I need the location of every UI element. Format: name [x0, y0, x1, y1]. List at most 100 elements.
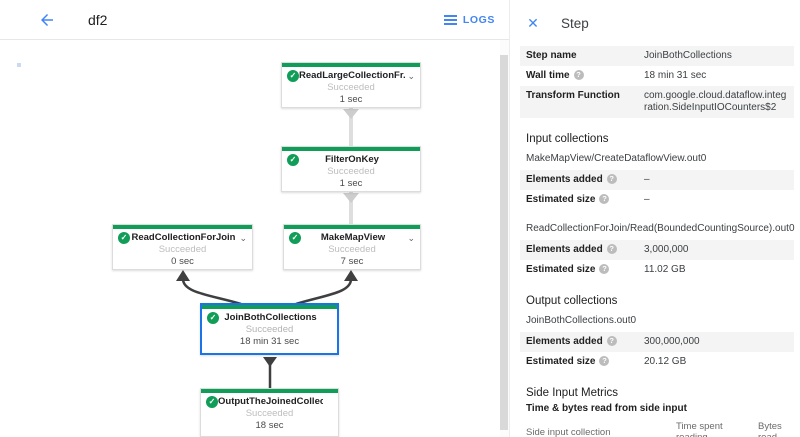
- node-status: Succeeded: [245, 324, 294, 335]
- minimap-dot: [17, 63, 21, 67]
- node-status: Succeeded: [327, 166, 375, 177]
- metric-row-estimated-size: Estimated size ? –: [520, 190, 794, 210]
- success-check-icon: ✓: [287, 153, 299, 166]
- success-check-icon: ✓: [287, 69, 299, 82]
- detail-label: Wall time ?: [526, 70, 644, 82]
- help-icon[interactable]: ?: [599, 264, 610, 274]
- panel-title: Step: [561, 15, 589, 31]
- column-header: Side input collection: [520, 416, 670, 437]
- metric-label: Estimated size ?: [526, 356, 644, 368]
- expand-chevron-icon[interactable]: ⌄: [407, 232, 415, 243]
- node-duration: 1 sec: [339, 94, 363, 105]
- node-duration: 7 sec: [340, 256, 364, 267]
- node-read-collection-for-join[interactable]: ✓ ReadCollectionForJoin ⌄ Succeeded 0 se…: [112, 224, 253, 270]
- node-duration: 18 min 31 sec: [239, 336, 300, 347]
- help-icon[interactable]: ?: [599, 356, 610, 366]
- column-header: Time spent reading: [670, 416, 752, 437]
- success-check-icon: ✓: [207, 311, 219, 324]
- detail-row-step-name: Step name JoinBothCollections: [520, 46, 794, 66]
- node-duration: 1 sec: [339, 178, 363, 189]
- node-status-bar: [113, 225, 252, 229]
- node-title: MakeMapView: [320, 232, 386, 243]
- success-check-icon: ✓: [289, 231, 301, 244]
- back-arrow-icon[interactable]: [38, 11, 56, 29]
- node-status-bar: [201, 389, 338, 393]
- node-status-bar: [202, 305, 337, 309]
- step-panel-body: Step name JoinBothCollections Wall time …: [510, 46, 800, 437]
- logs-label: LOGS: [462, 13, 495, 26]
- metric-row-estimated-size: Estimated size ? 20.12 GB: [520, 352, 794, 372]
- expand-chevron-icon[interactable]: ⌄: [239, 232, 247, 243]
- node-read-large-collection[interactable]: ✓ ReadLargeCollectionFr... ⌄ Succeeded 1…: [281, 62, 421, 108]
- edge-arrow-up-icon: [176, 270, 190, 281]
- node-join-both-collections[interactable]: ✓ JoinBothCollections ⌄ Succeeded 18 min…: [200, 303, 339, 355]
- panel-scrollbar: [500, 40, 509, 437]
- metric-row-estimated-size: Estimated size ? 11.02 GB: [520, 260, 794, 280]
- help-icon[interactable]: ?: [599, 194, 610, 204]
- node-title: JoinBothCollections: [224, 312, 317, 323]
- help-icon[interactable]: ?: [606, 244, 617, 254]
- help-icon[interactable]: ?: [573, 70, 584, 80]
- node-status: Succeeded: [158, 244, 207, 255]
- node-status-bar: [284, 225, 420, 229]
- node-status-bar: [282, 63, 420, 67]
- node-status: Succeeded: [328, 244, 376, 255]
- detail-value: com.google.cloud.dataflow.integration.Si…: [644, 90, 787, 113]
- help-icon[interactable]: ?: [606, 336, 617, 346]
- node-status: Succeeded: [245, 408, 294, 419]
- job-topbar: df2 LOGS: [0, 0, 509, 40]
- node-status: Succeeded: [327, 82, 375, 93]
- metric-value: –: [644, 174, 650, 185]
- scrollbar-thumb[interactable]: [500, 55, 508, 430]
- metric-row-elements-added: Elements added ? 300,000,000: [520, 332, 794, 352]
- logs-list-icon: [443, 14, 457, 25]
- collection-name: MakeMapView/CreateDataflowView.out0: [526, 153, 707, 164]
- metric-row-elements-added: Elements added ? –: [520, 170, 794, 190]
- help-icon[interactable]: ?: [606, 174, 617, 184]
- side-input-metrics-table: Side input collection Time spent reading…: [520, 416, 794, 437]
- input-collections-heading: Input collections: [526, 133, 609, 145]
- metric-label: Elements added ?: [526, 336, 644, 348]
- collection-name: JoinBothCollections.out0: [526, 315, 637, 326]
- graph-canvas[interactable]: ✓ ReadLargeCollectionFr... ⌄ Succeeded 1…: [0, 40, 509, 437]
- step-panel-header: ✕ Step: [510, 0, 800, 46]
- side-input-metrics-subheading: Time & bytes read from side input: [526, 403, 687, 414]
- detail-label: Transform Function: [526, 90, 620, 101]
- edge-arrow-down-icon: [343, 193, 359, 203]
- node-status-bar: [282, 147, 420, 151]
- graph-edges: [176, 108, 359, 388]
- metric-row-elements-added: Elements added ? 3,000,000: [520, 240, 794, 260]
- node-make-map-view[interactable]: ✓ MakeMapView ⌄ Succeeded 7 sec: [283, 224, 421, 270]
- job-title: df2: [88, 11, 108, 28]
- close-icon[interactable]: ✕: [527, 14, 539, 31]
- detail-value: 18 min 31 sec: [644, 70, 707, 81]
- node-title: ReadCollectionForJoin: [131, 232, 236, 243]
- node-title: OutputTheJoinedCollec...: [218, 396, 323, 407]
- metric-value: 3,000,000: [644, 244, 689, 255]
- detail-label: Step name: [526, 50, 577, 61]
- side-input-metrics-heading: Side Input Metrics: [526, 387, 619, 399]
- metric-label: Estimated size ?: [526, 264, 644, 276]
- node-duration: 0 sec: [171, 256, 194, 267]
- logs-button[interactable]: LOGS: [443, 13, 495, 26]
- node-title: ReadLargeCollectionFr...: [299, 70, 405, 81]
- metric-value: –: [644, 194, 650, 205]
- node-output-the-joined-collection[interactable]: ✓ OutputTheJoinedCollec... ⌄ Succeeded 1…: [200, 388, 339, 437]
- detail-row-transform-function: Transform Function com.google.cloud.data…: [520, 86, 794, 118]
- metric-label: Elements added ?: [526, 174, 644, 186]
- detail-row-wall-time: Wall time ? 18 min 31 sec: [520, 66, 794, 86]
- metric-label: Elements added ?: [526, 244, 644, 256]
- edge-arrow-down-icon: [263, 357, 277, 367]
- node-filter-on-key[interactable]: ✓ FilterOnKey ⌄ Succeeded 1 sec: [281, 146, 421, 192]
- step-panel: ✕ Step Step name JoinBothCollections Wal…: [509, 0, 800, 437]
- collection-name: ReadCollectionForJoin/Read(BoundedCounti…: [526, 223, 795, 234]
- expand-chevron-icon[interactable]: ⌄: [407, 70, 415, 81]
- metric-label: Estimated size ?: [526, 194, 644, 206]
- metric-value: 20.12 GB: [644, 356, 687, 367]
- node-duration: 18 sec: [255, 420, 284, 431]
- metric-value: 300,000,000: [644, 336, 700, 347]
- output-collections-heading: Output collections: [526, 295, 618, 307]
- node-title: FilterOnKey: [325, 154, 379, 165]
- edge-arrow-down-icon: [343, 109, 359, 119]
